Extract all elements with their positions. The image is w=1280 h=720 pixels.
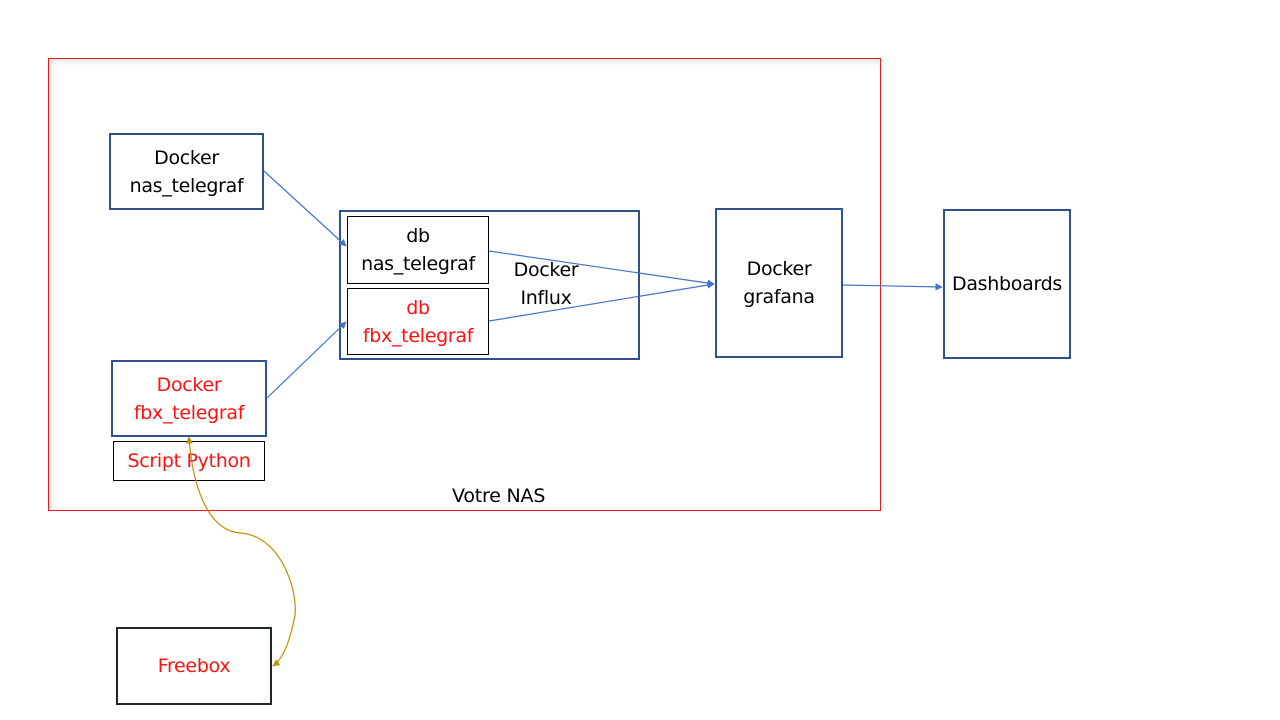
node-line: Script Python: [127, 450, 251, 472]
node-line: fbx_telegraf: [133, 401, 245, 424]
node-db-fbx-telegraf[interactable]: db fbx_telegraf: [347, 288, 489, 355]
node-line: Influx: [520, 287, 572, 309]
node-line: nas_telegraf: [361, 253, 475, 275]
node-docker-fbx-telegraf[interactable]: Docker fbx_telegraf: [111, 360, 267, 437]
node-line: db: [406, 225, 430, 247]
node-line: grafana: [743, 286, 815, 308]
node-line: Docker: [746, 258, 812, 280]
node-script-python[interactable]: Script Python: [113, 441, 265, 481]
node-line: nas_telegraf: [129, 174, 244, 197]
node-line: Dashboards: [952, 273, 1062, 295]
node-line: db: [406, 296, 430, 319]
node-db-nas-telegraf[interactable]: db nas_telegraf: [347, 216, 489, 284]
node-line: Docker: [154, 146, 219, 169]
node-dashboards[interactable]: Dashboards: [943, 209, 1071, 359]
node-docker-grafana[interactable]: Docker grafana: [715, 208, 843, 358]
node-docker-influx-label: Docker Influx: [500, 256, 592, 312]
node-freebox[interactable]: Freebox: [116, 627, 272, 705]
nas-frame-label: Votre NAS: [452, 485, 546, 507]
node-line: Docker: [513, 259, 579, 281]
node-docker-nas-telegraf[interactable]: Docker nas_telegraf: [109, 133, 264, 210]
node-line: fbx_telegraf: [362, 324, 474, 347]
node-line: Docker: [156, 373, 222, 396]
node-line: Freebox: [157, 655, 231, 677]
